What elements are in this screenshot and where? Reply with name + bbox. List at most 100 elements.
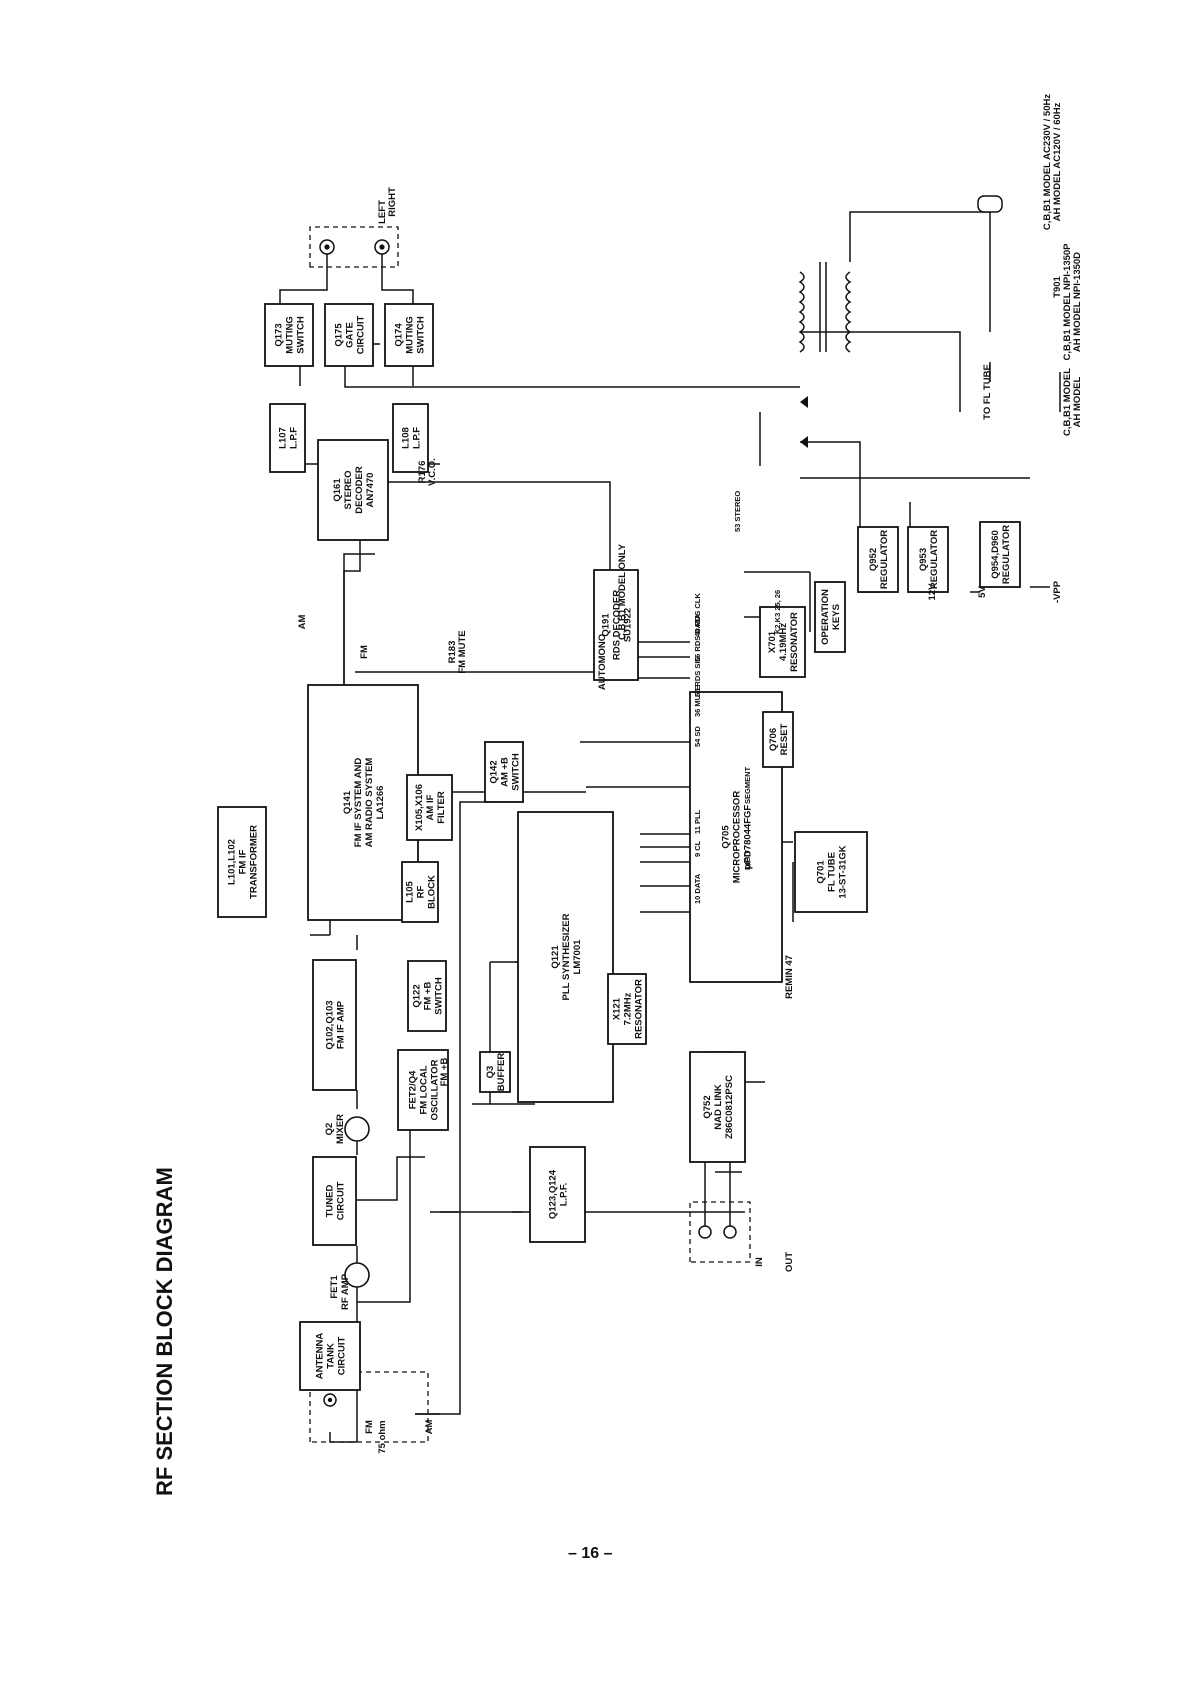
- block-stereo-label-3: AN7470: [365, 473, 376, 508]
- label-fmb: FM +B: [439, 1057, 450, 1086]
- block-rds-label-1: RDS DECODER: [612, 590, 623, 660]
- block-reset-frame: [762, 711, 794, 768]
- audio-output-connector-box: [309, 226, 399, 268]
- block-x701-label-0: X701: [767, 630, 778, 653]
- label-vco: V.C.O.: [427, 458, 438, 486]
- block-l105-frame: [401, 861, 439, 923]
- block-q174-label-0: Q174: [394, 323, 405, 347]
- block-stereo-label-0: Q161: [332, 478, 343, 502]
- block-antenna-frame: [299, 1321, 361, 1391]
- block-micro-label-1: MICROPROCESSOR: [732, 791, 743, 884]
- block-fmiftrans-label-1: FM IF: [238, 849, 249, 874]
- nad-out-jack-icon: [723, 1225, 737, 1239]
- block-fetosc-label-0: FET2/Q4: [408, 1070, 419, 1109]
- block-q954-label-1: REGULATOR: [1001, 525, 1012, 584]
- label-12v: 12V: [927, 583, 938, 601]
- block-pll-label-2: LM7001: [572, 939, 583, 975]
- label-model2a: C,B,B1 MODEL AC230V / 50Hz: [1042, 94, 1053, 230]
- block-q173-label-0: Q173: [274, 323, 285, 346]
- block-x121-frame: [607, 973, 647, 1045]
- block-q142-label-1: AM +B: [500, 757, 511, 787]
- label-rfamp: RF AMP: [340, 1273, 351, 1310]
- block-q3-frame: [479, 1051, 511, 1093]
- label-r183: R183: [447, 641, 458, 664]
- label-model1b: AH MODEL NPI-1350D: [1072, 252, 1083, 352]
- block-micro-label-2: μPD78044FGF: [743, 805, 754, 870]
- block-q141-label-2: AM RADIO SYSTEM: [364, 758, 375, 848]
- block-fmiftrans-label-2: TRANSFORMER: [249, 825, 260, 899]
- block-q174-label-2: SWITCH: [416, 316, 427, 354]
- block-x701-label-2: RESONATOR: [789, 612, 800, 672]
- block-x105-frame: [406, 774, 453, 841]
- label-right: RIGHT: [387, 187, 398, 217]
- block-lpf124-label-1: L.P.F.: [559, 1183, 570, 1207]
- block-q173-label-1: MUTING: [285, 316, 296, 353]
- block-q141-label-1: FM IF SYSTEM AND: [353, 758, 364, 848]
- block-q952-label-1: REGULATOR: [879, 530, 890, 589]
- block-x121-label-2: RESONATOR: [634, 979, 645, 1039]
- block-l108-label-1: L.P.F: [412, 427, 423, 449]
- label-model1a: C,B,B1 MODEL NPI-1350P: [1062, 243, 1073, 361]
- block-nadlink-label-0: Q752: [702, 1095, 713, 1118]
- block-q142-frame: [484, 741, 524, 803]
- block-q953-label-0: Q953: [918, 548, 929, 571]
- block-tuned-label-0: TUNED: [325, 1185, 336, 1218]
- block-pll-label-0: Q121: [550, 945, 561, 969]
- mixer-icon: [344, 1116, 370, 1142]
- block-fetosc-label-1: FM LOCAL: [419, 1065, 430, 1114]
- block-q954-label-0: Q954,D960: [990, 530, 1001, 579]
- block-l108-frame: [392, 403, 429, 473]
- block-q174-frame: [384, 303, 434, 367]
- label-fm: FM: [359, 645, 370, 659]
- label-model3b: AH MODEL: [1072, 376, 1083, 427]
- label-remin: REMIN 47: [784, 955, 795, 999]
- block-x105-label-2: FILTER: [436, 791, 447, 824]
- block-nadlink-frame: [689, 1051, 746, 1163]
- label-layer: FM 75 ohm AM FET1 RF AMP Q2 MIXER FM +B …: [297, 94, 1083, 1454]
- block-tuned-label-1: CIRCUIT: [336, 1182, 347, 1221]
- block-q141-label-0: Q141: [342, 790, 353, 814]
- signal-data10: 10 DATA: [693, 873, 702, 904]
- block-x121-label-0: X121: [612, 997, 623, 1020]
- diode-icon: [800, 396, 808, 408]
- block-q174-label-1: MUTING: [405, 316, 416, 353]
- block-rds-frame: [593, 569, 639, 681]
- block-q952-frame: [857, 526, 899, 593]
- block-tuned-frame: [312, 1156, 357, 1246]
- label-automono: AUTOMONO: [597, 634, 608, 690]
- label-model3a: C,B,B1 MODEL: [1062, 368, 1073, 436]
- block-x701-frame: [759, 606, 806, 678]
- label-vpp: -VPP: [1052, 580, 1063, 603]
- block-q175-label-2: CIRCUIT: [356, 316, 367, 355]
- block-q952-label-0: Q952: [868, 548, 879, 571]
- block-l107-label-1: L.P.F: [289, 427, 300, 449]
- signal-segment: SEGMENT: [743, 766, 752, 804]
- block-stereo-label-2: DECODER: [354, 466, 365, 514]
- label-ohm: 75 ohm: [377, 1420, 388, 1453]
- signal-stereo53: 53 STEREO: [733, 491, 742, 532]
- block-l108-label-0: L108: [401, 427, 412, 449]
- signal-rdsclk: 44 RDS CLK: [693, 593, 702, 637]
- block-lpf124-label-0: Q123,Q124: [548, 1169, 559, 1219]
- label-t901: T901: [1052, 275, 1063, 297]
- label-am-in: AM: [424, 1420, 435, 1435]
- signal-digit: DIGIT: [743, 850, 752, 870]
- signal-pll11: 11 PLL: [693, 809, 702, 834]
